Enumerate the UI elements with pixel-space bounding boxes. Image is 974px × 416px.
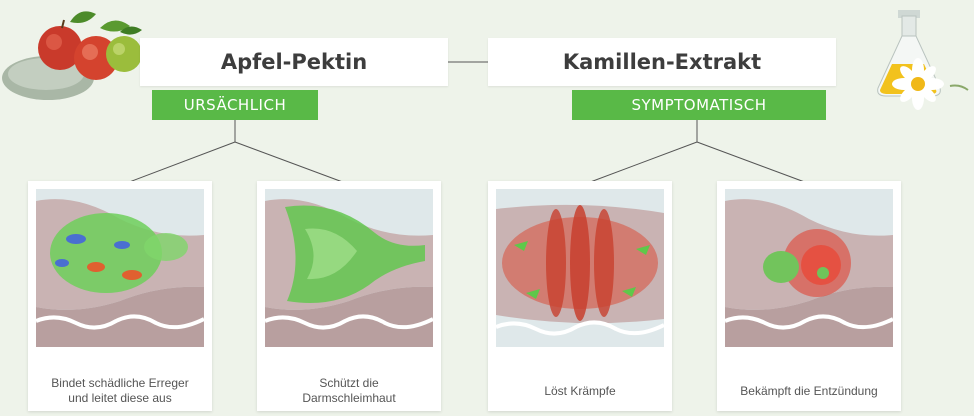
connector-left-branch-1 xyxy=(124,142,235,184)
card-inflammation: Bekämpft die Entzündung xyxy=(717,181,901,411)
card-binding: Bindet schädliche Erreger und leitet die… xyxy=(28,181,212,411)
caption-text: Schützt die Darmschleimhaut xyxy=(302,376,395,406)
apple-icon xyxy=(0,0,150,110)
header-apfel-pektin: Apfel-Pektin xyxy=(140,38,448,86)
caption-text: Bindet schädliche Erreger und leitet die… xyxy=(51,376,188,406)
intestine-spasm-illustration xyxy=(496,189,664,347)
card-caption: Löst Krämpfe xyxy=(492,371,668,411)
badge-label-right: SYMPTOMATISCH xyxy=(631,96,766,114)
card-spasm: Löst Krämpfe xyxy=(488,181,672,411)
connector-right-branch-2 xyxy=(697,142,810,184)
connector-left-branch-2 xyxy=(235,142,348,184)
header-kamillen-extrakt: Kamillen-Extrakt xyxy=(488,38,836,86)
chamomile-icon xyxy=(862,0,974,112)
connector-right-branch-1 xyxy=(585,142,697,184)
card-caption: Bekämpft die Entzündung xyxy=(721,371,897,411)
caption-text: Löst Krämpfe xyxy=(544,384,615,399)
card-caption: Bindet schädliche Erreger und leitet die… xyxy=(32,371,208,411)
intestine-protection-illustration xyxy=(265,189,433,347)
header-title-left: Apfel-Pektin xyxy=(221,50,367,74)
badge-label-left: URSÄCHLICH xyxy=(184,96,287,114)
intestine-binding-illustration xyxy=(36,189,204,347)
intestine-inflammation-illustration xyxy=(725,189,893,347)
card-protection: Schützt die Darmschleimhaut xyxy=(257,181,441,411)
badge-symptomatisch: SYMPTOMATISCH xyxy=(572,90,826,120)
caption-text: Bekämpft die Entzündung xyxy=(740,384,877,399)
badge-ursaechlich: URSÄCHLICH xyxy=(152,90,318,120)
card-caption: Schützt die Darmschleimhaut xyxy=(261,371,437,411)
header-title-right: Kamillen-Extrakt xyxy=(563,50,761,74)
